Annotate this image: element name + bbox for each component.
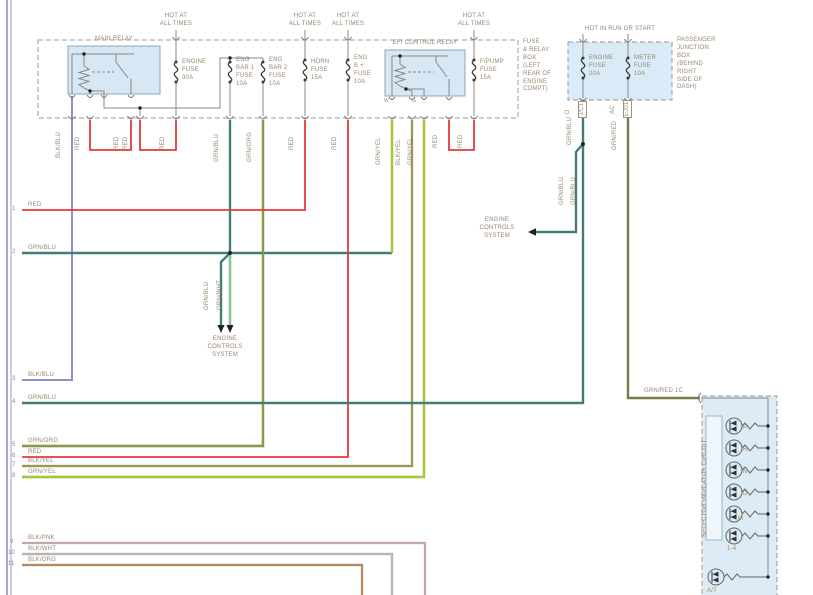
line-number-7: 7 (12, 462, 16, 468)
internal-wires (71, 30, 769, 577)
line-label-8: GRN/YEL (28, 469, 56, 475)
led-label-m: M (738, 516, 744, 522)
line-number-11: 11 (8, 561, 15, 567)
passenger-junction-box-outline (567, 41, 673, 101)
main-relay-title: MAIN RELAY (95, 36, 133, 42)
fuse-eng-b-plus-label: ENG B + FUSE 10A (354, 55, 371, 85)
wire-label-blk-yel-stub: BLK/YEL (396, 139, 402, 165)
line-label-3: BLK/BLU (28, 372, 55, 378)
fuse-horn-label: HORN FUSE 15A (311, 59, 330, 81)
line-number-3: 3 (12, 376, 16, 382)
efi-pin-w-label: W (384, 98, 389, 104)
led-label-r: R (743, 447, 748, 453)
wire-label-red-u2l: RED (123, 136, 129, 150)
line-label-2: GRN/BLU (28, 245, 57, 251)
line-label-7: BLK/YEL (28, 458, 54, 464)
wire-label-grn-yel-2: GRN/YEL (408, 137, 414, 165)
led-label-d: D (743, 491, 748, 497)
line-label-6: RED (28, 449, 42, 455)
line-number-4: 4 (12, 399, 16, 405)
fuse-symbols (173, 56, 631, 84)
fuse-eng-bar2-label: ENG BAR 2 FUSE 10A (269, 57, 288, 87)
wire-label-grn-wht-branch: GRN/WHT (217, 279, 223, 310)
flow-arrows (217, 228, 536, 333)
efi-relay-title: EFI CONTROL RELAY (392, 40, 458, 46)
line-number-10: 10 (8, 550, 15, 556)
line-label-1: RED (28, 202, 42, 208)
hot-at-all-times-label-2: HOT AT ALL TIMES (288, 13, 322, 27)
wire-label-red-u3r: RED (458, 134, 464, 148)
led-label-1-4: 1-4 (727, 546, 737, 552)
line-number-8: 8 (12, 473, 16, 479)
hot-at-all-times-label-4: HOT AT ALL TIMES (457, 13, 491, 27)
connector-id-ej01: EJ01 (623, 99, 632, 118)
wire-label-grn-org-stub: GRN/ORG (247, 131, 253, 162)
connector-symbols (68, 36, 702, 404)
efi-relay-box (384, 49, 466, 97)
fuse-engine-30a-label: ENGINE FUSE 30A (182, 59, 207, 81)
line-number-2: 2 (12, 249, 16, 255)
hot-in-run-or-start-label: HOT IN RUN OR START (584, 26, 656, 32)
hot-at-all-times-label-1: HOT AT ALL TIMES (159, 13, 193, 27)
page-border (6, 0, 12, 595)
wire-label-red-u2r: RED (160, 136, 166, 150)
fuse-relay-box-outline (37, 39, 519, 119)
wire-label-red-u1l: RED (75, 136, 81, 150)
line-number-6: 6 (12, 453, 16, 459)
selector-circuit (707, 417, 770, 586)
wire-label-grn-red-1c: GRN/RED 1C (644, 388, 684, 394)
passenger-junction-box-label: PASSENGER JUNCTION BOX (BEHIND RIGHT SID… (677, 37, 716, 91)
wire-label-grn-blu-pair-right: GRN/BLU (571, 176, 577, 205)
wire-label-red-u1r: RED (114, 136, 120, 150)
engine-controls-system-label-bottom: ENGINE CONTROLS SYSTEM (207, 336, 243, 358)
line-number-5: 5 (12, 442, 16, 448)
line-label-9: BLK/PNK (28, 535, 55, 541)
led-label-at: A/T (707, 588, 717, 594)
efi-pin-g-label: G (412, 98, 417, 104)
line-number-1: 1 (12, 206, 16, 212)
wire-label-grn-blu-right-top: GRN/BLU (567, 116, 573, 145)
wire-label-grn-red-right: GRN/RED (612, 120, 618, 150)
wire-label-grn-blu-pair-left: GRN/BLU (559, 176, 565, 205)
junction-dots (82, 52, 585, 255)
selector-indicator-circuit-title: SELECTOR INDICATOR CIRCUIT (702, 439, 708, 537)
engine-controls-system-label-right: ENGINE CONTROLS SYSTEM (479, 217, 515, 239)
wire-label-red-engb: RED (332, 136, 338, 150)
wire-label-red-horn: RED (289, 136, 295, 150)
fuse-engine-20a-label: ENGINE FUSE 20A (589, 55, 614, 77)
wire-label-blk-blu-stub: BLK/BLU (56, 131, 62, 158)
line-label-4: GRN/BLU (28, 395, 57, 401)
fuse-meter-label: METER FUSE 10A (634, 55, 656, 77)
fuse-f-pump-label: F/PUMP FUSE 15A (480, 59, 504, 81)
led-label-n: N (743, 469, 748, 475)
led-label-p: P (743, 425, 748, 431)
wire-label-grn-yel-1: GRN/YEL (376, 137, 382, 165)
wire-label-grn-blu-branch: GRN/BLU (204, 281, 210, 310)
selector-label-box (705, 415, 723, 541)
line-label-10: BLK/WHT (28, 546, 57, 552)
colored-wires (22, 96, 700, 595)
connector-id-ac: AC (610, 105, 616, 114)
connector-id-jc1: J/C1 (578, 100, 587, 118)
line-label-5: GRN/ORG (28, 438, 59, 444)
line-label-11: BLK/ORG (28, 557, 57, 563)
connector-id-d: D (565, 109, 571, 114)
fuse-eng-bar1-label: ENG BAR 1 FUSE 10A (236, 57, 255, 87)
fuse-relay-box-label: FUSE & RELAY BOX (LEFT REAR OF ENGINE CO… (523, 39, 552, 93)
wire-label-red-u3l: RED (433, 134, 439, 148)
line-number-9: 9 (10, 539, 14, 545)
hot-at-all-times-label-3: HOT AT ALL TIMES (331, 13, 365, 27)
wire-label-grn-blu-stub: GRN/BLU (214, 133, 220, 162)
